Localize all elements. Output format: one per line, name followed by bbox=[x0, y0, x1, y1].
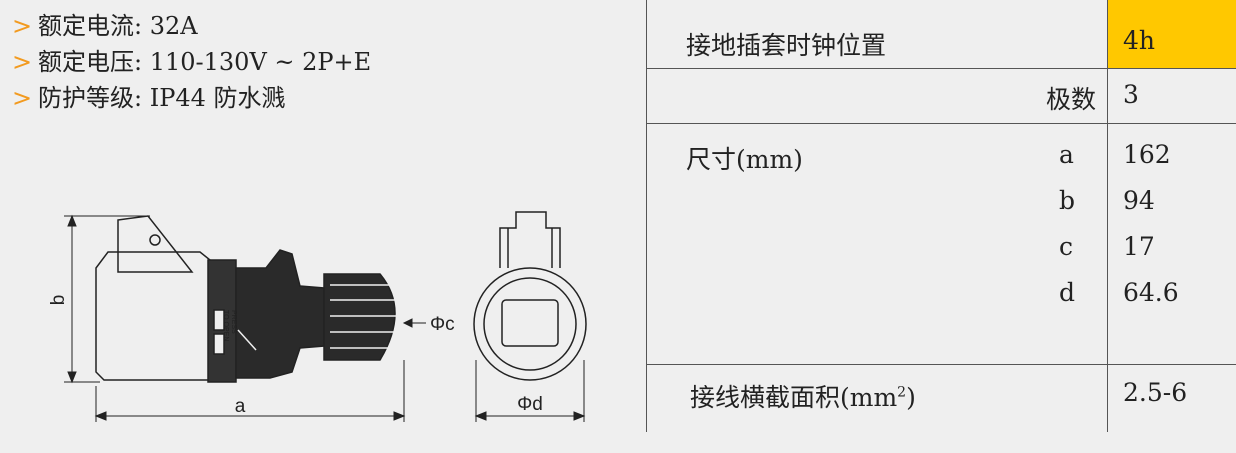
front-view-inner-circle bbox=[483, 277, 577, 371]
feature-text: 额定电压: 110-130V ~ 2P+E bbox=[38, 48, 372, 76]
dimension-key-b: b bbox=[1059, 186, 1076, 215]
press-label-line2: TO OPEN bbox=[222, 310, 229, 341]
dimension-value-a: 162 bbox=[1123, 140, 1171, 169]
feature-text: 防护等级: IP44 防水溅 bbox=[38, 84, 286, 112]
plug-neck bbox=[235, 249, 325, 379]
feature-rated-current: >额定电流: 32A bbox=[12, 8, 371, 44]
press-label-line1: PRESS bbox=[230, 310, 237, 334]
feature-rated-voltage: >额定电压: 110-130V ~ 2P+E bbox=[12, 44, 371, 80]
feature-protection-grade: >防护等级: IP44 防水溅 bbox=[12, 80, 371, 116]
row-divider bbox=[646, 364, 1236, 365]
wire-area-label-prefix: 接线横截面积(mm bbox=[690, 383, 898, 412]
dimension-key-c: c bbox=[1059, 232, 1074, 261]
plug-grip bbox=[323, 273, 396, 361]
wire-area-label-sup: 2 bbox=[897, 384, 907, 401]
socket-body-outline bbox=[95, 251, 211, 381]
wire-area-value: 2.5-6 bbox=[1123, 378, 1188, 407]
poles-value: 3 bbox=[1123, 80, 1139, 109]
table-left-border bbox=[646, 0, 647, 432]
dimension-c-label: Φc bbox=[430, 314, 455, 335]
dimension-a-label: a bbox=[235, 396, 246, 417]
chevron-right-icon: > bbox=[12, 12, 33, 40]
dimension-value-c: 17 bbox=[1123, 232, 1155, 261]
front-view-top bbox=[499, 211, 561, 268]
ground-position-label: 接地插套时钟位置 bbox=[686, 31, 887, 60]
wire-area-label-suffix: ) bbox=[906, 383, 916, 412]
technical-drawing: PRESS TO OPEN b a Φc Φd bbox=[0, 160, 640, 453]
lid-hinge-circle bbox=[149, 234, 161, 246]
front-view-window bbox=[501, 299, 559, 347]
spec-table: 接地插套时钟位置 4h 极数 3 尺寸(mm) a 162 b 94 c 17 … bbox=[646, 0, 1236, 432]
poles-label: 极数 bbox=[1045, 85, 1096, 114]
feature-text: 额定电流: 32A bbox=[38, 12, 198, 40]
dimension-key-d: d bbox=[1059, 278, 1076, 307]
ground-position-value: 4h bbox=[1123, 26, 1156, 55]
socket-drawing-svg: PRESS TO OPEN b a Φc Φd bbox=[48, 211, 587, 422]
dimension-d-label: Φd bbox=[517, 394, 543, 415]
highlight-cell bbox=[1107, 0, 1236, 68]
row-divider bbox=[646, 68, 1236, 69]
dimension-key-a: a bbox=[1059, 140, 1074, 169]
dimension-value-b: 94 bbox=[1123, 186, 1155, 215]
wire-area-label: 接线横截面积(mm2) bbox=[690, 378, 916, 414]
socket-lid-outline bbox=[117, 215, 194, 273]
table-column-divider bbox=[1107, 0, 1108, 432]
chevron-right-icon: > bbox=[12, 84, 33, 112]
front-view-outer-circle bbox=[473, 267, 587, 381]
dimension-value-d: 64.6 bbox=[1123, 278, 1179, 307]
dimension-b-label: b bbox=[48, 295, 69, 306]
dimensions-label: 尺寸(mm) bbox=[686, 145, 803, 174]
feature-list: >额定电流: 32A >额定电压: 110-130V ~ 2P+E >防护等级:… bbox=[12, 8, 371, 116]
chevron-right-icon: > bbox=[12, 48, 33, 76]
row-divider bbox=[646, 123, 1236, 124]
